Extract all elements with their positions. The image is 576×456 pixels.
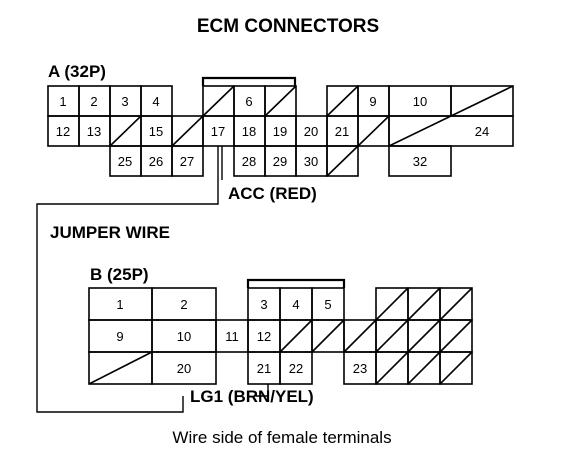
pin-b23: 23	[353, 361, 367, 376]
connector-b-label: B (25P)	[90, 265, 149, 284]
connector-b-blank-mark	[279, 319, 313, 353]
pin-b3: 3	[260, 297, 267, 312]
jumper-wire-label: JUMPER WIRE	[50, 223, 170, 242]
pin-b5: 5	[324, 297, 331, 312]
pin-b9: 9	[116, 329, 123, 344]
pin-b4: 4	[292, 297, 299, 312]
lg1-wire	[256, 384, 269, 397]
connector-b-blank-mark	[88, 351, 153, 385]
connector-a-cell	[388, 145, 452, 177]
connector-a-blank-mark	[171, 115, 204, 147]
connector-b-blank-mark	[375, 287, 409, 321]
connector-b-blank-mark	[439, 287, 473, 321]
connector-b-blank-mark	[375, 319, 409, 353]
pin-b22: 22	[289, 361, 303, 376]
acc-red-label: ACC (RED)	[228, 184, 317, 203]
pin-a12: 12	[56, 124, 70, 139]
pin-a26: 26	[149, 154, 163, 169]
connector-a-blank-mark	[326, 145, 359, 177]
pin-a29: 29	[273, 154, 287, 169]
pin-a18: 18	[242, 124, 256, 139]
pin-a28: 28	[242, 154, 256, 169]
pin-a6: 6	[245, 94, 252, 109]
pin-b12: 12	[257, 329, 271, 344]
connector-a-blank-mark	[264, 85, 297, 117]
pin-a15: 15	[149, 124, 163, 139]
connector-b: 1 2 3 4 5 9 10 11 12 20 21 22 23	[88, 278, 473, 385]
pin-a9: 9	[369, 94, 376, 109]
pin-a20: 20	[304, 124, 318, 139]
pin-a1: 1	[59, 94, 66, 109]
connector-a-blank-mark	[388, 115, 452, 147]
connector-a-cell	[388, 115, 514, 147]
pin-a30: 30	[304, 154, 318, 169]
connector-b-blank-mark	[439, 319, 473, 353]
pin-a10: 10	[413, 94, 427, 109]
connector-a-blank-mark	[450, 85, 514, 117]
connector-a-blank-mark	[202, 85, 235, 117]
pin-a3: 3	[121, 94, 128, 109]
footer-caption: Wire side of female terminals	[172, 428, 391, 447]
pin-a32: 32	[413, 154, 427, 169]
connector-a-blank-mark	[326, 85, 359, 117]
jumper-wire	[36, 146, 219, 413]
pin-b11: 11	[225, 329, 239, 344]
connector-a-pin-labels: 1 2 3 4 6 9 10 12 13 15 17 18 19 20 21 2…	[56, 94, 489, 169]
pin-b20: 20	[177, 361, 191, 376]
connector-b-blank-mark	[343, 319, 377, 353]
pin-a25: 25	[118, 154, 132, 169]
connector-b-blank-mark	[407, 351, 441, 385]
pin-a27: 27	[180, 154, 194, 169]
pin-a2: 2	[90, 94, 97, 109]
pin-a21: 21	[335, 124, 349, 139]
pin-b21: 21	[257, 361, 271, 376]
connector-b-blank-mark	[375, 351, 409, 385]
connector-a-blank-mark	[109, 115, 142, 147]
pin-a19: 19	[273, 124, 287, 139]
diagram-title: ECM CONNECTORS	[197, 16, 379, 37]
connector-a-label: A (32P)	[48, 62, 106, 81]
connector-a-cell	[171, 145, 204, 177]
pin-a24: 24	[475, 124, 489, 139]
pin-b1: 1	[116, 297, 123, 312]
pin-b10: 10	[177, 329, 191, 344]
connector-b-cell	[151, 351, 217, 385]
connector-b-pin-labels: 1 2 3 4 5 9 10 11 12 20 21 22 23	[116, 297, 367, 376]
connector-b-blank-mark	[439, 351, 473, 385]
connector-b-cell	[439, 351, 473, 385]
pin-a4: 4	[152, 94, 159, 109]
connector-a: 1 2 3 4 6 9 10 12 13 15 17 18 19 20 21 2…	[47, 76, 514, 177]
connector-b-blank-mark	[407, 319, 441, 353]
connector-a-lock-tab	[201, 76, 297, 86]
connector-b-blank-mark	[407, 287, 441, 321]
pin-a17: 17	[211, 124, 225, 139]
connector-b-blank-mark	[311, 319, 345, 353]
connector-a-blank-mark	[357, 115, 390, 147]
pin-b2: 2	[180, 297, 187, 312]
pin-a13: 13	[87, 124, 101, 139]
connector-a-cell	[326, 145, 359, 177]
connector-b-lock-tab	[246, 278, 346, 288]
connector-b-cell	[279, 351, 313, 385]
lg1-label: LG1 (BRN/YEL)	[190, 387, 314, 406]
